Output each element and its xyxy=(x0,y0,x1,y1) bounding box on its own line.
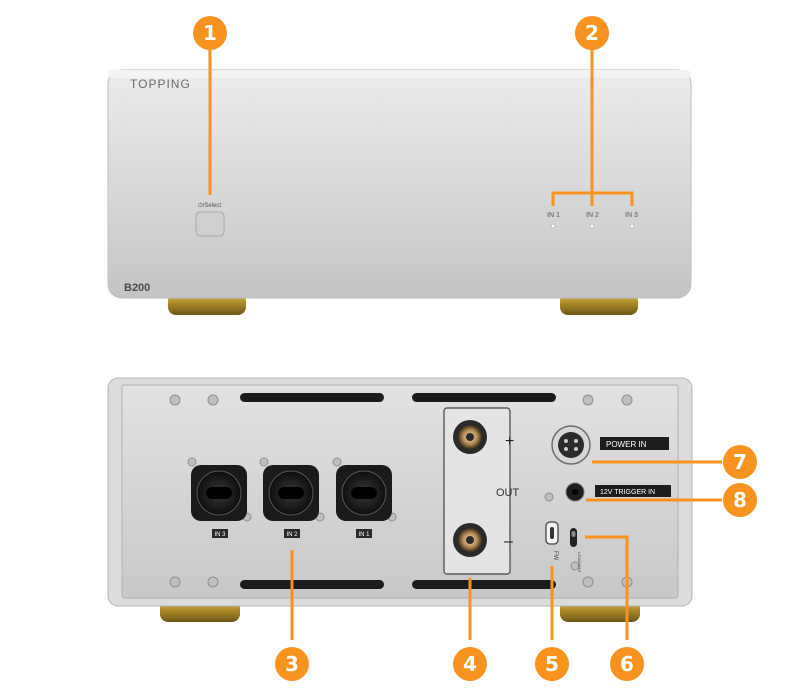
xlr-label-box-in3 xyxy=(212,529,228,538)
power-select-button[interactable] xyxy=(195,211,225,237)
power-in-label-box xyxy=(600,437,669,450)
svg-text:1: 1 xyxy=(203,21,217,45)
rear-screws xyxy=(169,394,633,588)
svg-text:4: 4 xyxy=(463,652,477,676)
svg-text:3: 3 xyxy=(285,652,299,676)
indicator-in3-label: IN 3 xyxy=(625,212,638,219)
callout-badge-7: 7 xyxy=(723,445,757,479)
gain-switch[interactable] xyxy=(570,528,577,547)
callout-badge-5: 5 xyxy=(535,647,569,681)
svg-text:5: 5 xyxy=(545,652,559,676)
plus-sign: + xyxy=(505,433,514,450)
xlr-input-in2[interactable] xyxy=(263,465,319,521)
callout-badge-3: 3 xyxy=(275,647,309,681)
callout-badge-2: 2 xyxy=(575,16,609,50)
trigger-jack[interactable] xyxy=(565,482,585,502)
svg-text:8: 8 xyxy=(733,488,747,512)
vent-top-right xyxy=(412,393,556,402)
gain-switch-knob xyxy=(571,531,576,537)
callout-badge-1: 1 xyxy=(193,16,227,50)
callout-badge-6: 6 xyxy=(610,647,644,681)
power-in-label: POWER IN xyxy=(606,440,647,449)
indicator-in1-led xyxy=(550,223,556,229)
callout-badge-4: 4 xyxy=(453,647,487,681)
fw-label: FW xyxy=(552,551,558,561)
usb-c-fw-tongue xyxy=(550,527,554,539)
xlr-label-in3: IN 3 xyxy=(214,532,226,538)
indicator-in2-led xyxy=(589,223,595,229)
callout-lines xyxy=(208,50,722,640)
xlr-input-in3[interactable] xyxy=(191,465,247,521)
front-chassis xyxy=(107,69,692,299)
xlr-label-in2: IN 2 xyxy=(286,532,298,538)
binding-post-negative[interactable] xyxy=(453,523,487,557)
vent-bottom-right xyxy=(412,580,556,589)
front-top-edge xyxy=(108,70,691,78)
svg-text:6: 6 xyxy=(620,652,634,676)
power-in-connector[interactable] xyxy=(551,425,591,465)
power-select-label: ⏻/Select xyxy=(198,202,221,209)
rear-panel xyxy=(121,384,679,599)
model-label: B200 xyxy=(124,282,150,294)
callout-badges: 1 2 3 4 5 6 7 8 xyxy=(193,16,757,681)
svg-text:7: 7 xyxy=(733,450,747,474)
gain-switch-label: LOW/HIGH xyxy=(577,552,582,572)
callout-badge-8: 8 xyxy=(723,483,757,517)
front-unit: TOPPING B200 ⏻/Select IN 1 IN 2 IN 3 xyxy=(107,69,692,315)
vent-top-left xyxy=(240,393,384,402)
indicator-in1-label: IN 1 xyxy=(547,212,560,219)
indicator-in2-label: IN 2 xyxy=(586,212,599,219)
svg-text:2: 2 xyxy=(585,21,599,45)
xlr-label-in1: IN 1 xyxy=(358,532,370,538)
trigger-label: 12V TRIGGER IN xyxy=(600,489,655,496)
out-label: OUT xyxy=(496,487,520,499)
xlr-label-box-in1 xyxy=(356,529,372,538)
binding-post-positive[interactable] xyxy=(453,420,487,454)
brand-logo: TOPPING xyxy=(130,77,191,91)
vent-bottom-left xyxy=(240,580,384,589)
indicator-in3-led xyxy=(629,223,635,229)
rear-unit: IN 3 IN 2 IN 1 + – OUT FW LOW/HIGH xyxy=(107,377,693,622)
trigger-label-box xyxy=(595,485,671,497)
xlr-label-box-in2 xyxy=(284,529,300,538)
xlr-input-in1[interactable] xyxy=(336,465,392,521)
minus-sign: – xyxy=(504,533,513,550)
